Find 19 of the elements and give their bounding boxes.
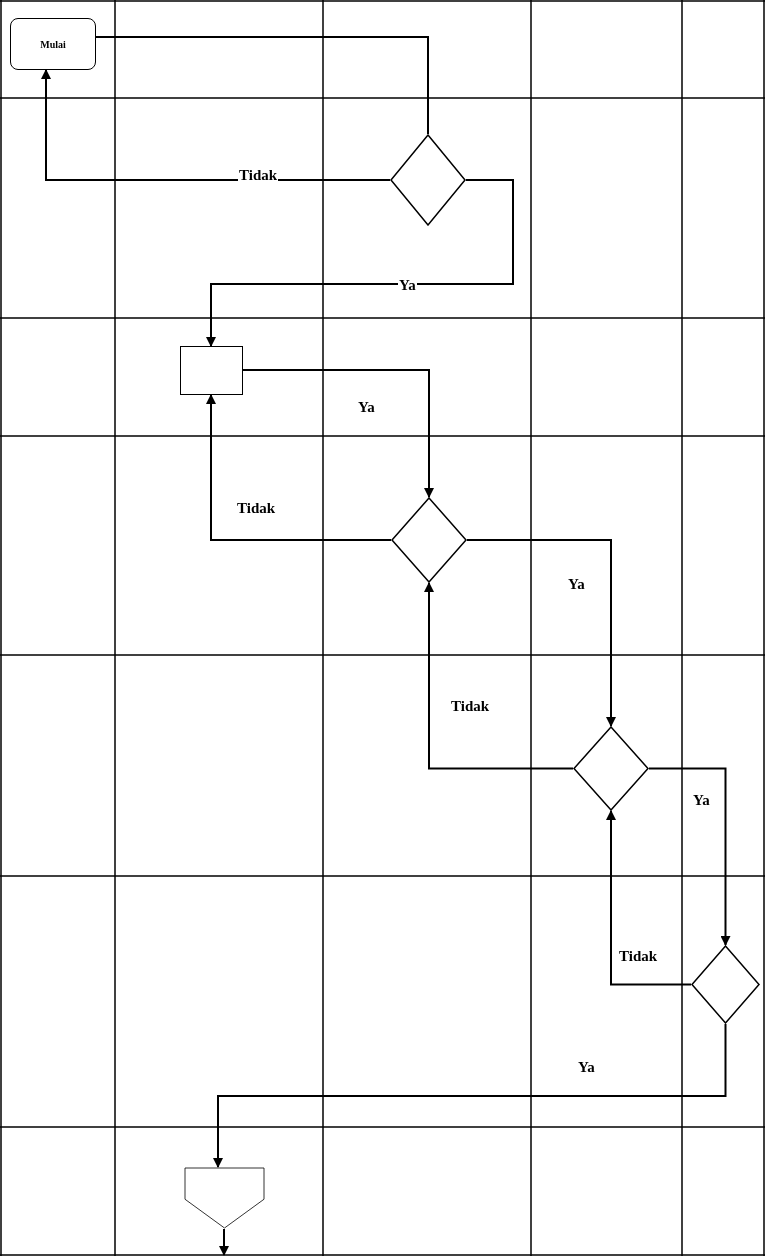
decision-diamond: [391, 497, 467, 583]
process-box: [180, 346, 243, 395]
arrow: [242, 369, 434, 498]
arrow: [213, 1023, 727, 1168]
connector-line: [95, 36, 429, 135]
arrow: [424, 582, 574, 770]
decision-diamond: [573, 726, 649, 811]
decision-diamond: [691, 945, 760, 1024]
off-page-connector: [184, 1167, 265, 1229]
decision-diamond: [390, 134, 466, 226]
arrow: [41, 69, 391, 181]
arrow: [206, 179, 514, 347]
start-terminal: Mulai: [10, 18, 96, 70]
arrow: [648, 767, 731, 946]
arrow: [219, 1228, 229, 1256]
arrow: [466, 539, 616, 727]
arrow: [206, 394, 392, 541]
arrow: [606, 810, 692, 986]
edge-label: Tidak: [238, 167, 279, 184]
